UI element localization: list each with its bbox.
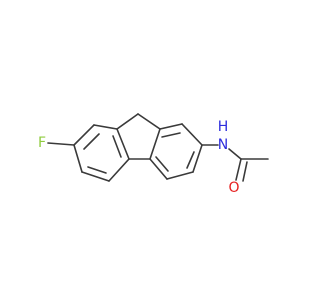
bond — [228, 148, 242, 160]
bonds — [47, 113, 269, 182]
structure-diagram: F N H O — [38, 113, 269, 196]
nitrogen-label: N — [218, 137, 228, 153]
bond — [159, 123, 183, 130]
fluorine-label: F — [38, 135, 46, 151]
bond — [242, 161, 248, 182]
oxygen-label: O — [228, 180, 239, 196]
bond — [181, 123, 203, 146]
bond — [149, 158, 168, 180]
bond — [112, 135, 122, 158]
bond — [73, 124, 95, 146]
bond — [149, 128, 161, 160]
bond — [93, 124, 118, 130]
bond — [73, 144, 83, 173]
bond — [83, 133, 100, 150]
bond — [161, 132, 181, 138]
atom-labels: F N H O — [38, 119, 240, 196]
bond — [81, 171, 110, 182]
bond — [166, 171, 194, 180]
nitrogen-hydrogen-label: H — [218, 119, 229, 135]
bond — [186, 151, 195, 169]
bond — [137, 113, 161, 130]
bond — [116, 128, 130, 160]
bond — [235, 158, 242, 181]
bond — [47, 142, 75, 146]
bond — [87, 166, 107, 174]
bond — [108, 158, 130, 182]
bond — [155, 156, 169, 172]
bond — [116, 113, 139, 130]
bond — [192, 144, 203, 173]
